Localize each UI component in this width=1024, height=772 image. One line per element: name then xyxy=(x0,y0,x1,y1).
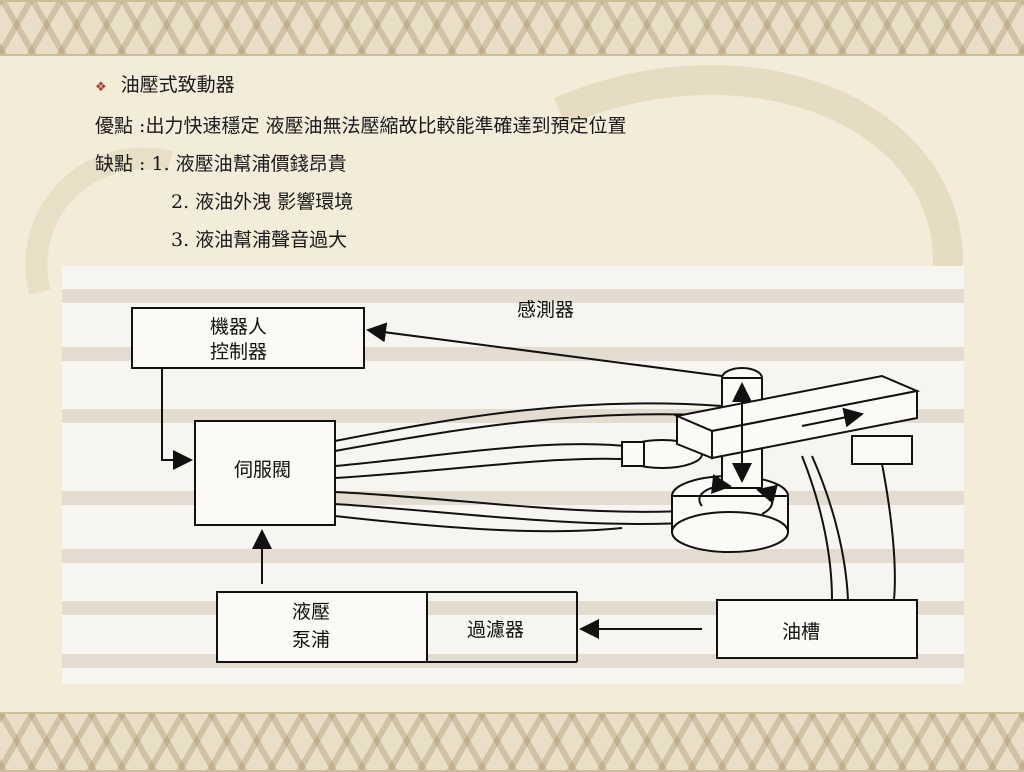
servo-valve-label: 伺服閥 xyxy=(234,459,291,481)
motion-arrows xyxy=(698,382,864,515)
top-decorative-band xyxy=(0,0,1024,56)
bottom-decorative-band xyxy=(0,712,1024,772)
heading: 油壓式致動器 xyxy=(120,74,235,96)
robot-controller-label-1: 機器人 xyxy=(210,316,267,338)
sensor-label: 感測器 xyxy=(517,299,574,321)
heading-line: ❖ 油壓式致動器 xyxy=(95,66,975,107)
cons-line-1: 缺點 : 1. 液壓油幫浦價錢昂貴 xyxy=(95,153,347,175)
oil-tank-box xyxy=(716,599,918,659)
hydraulic-hoses xyxy=(334,402,723,533)
flow-arrows xyxy=(161,322,723,639)
robot-controller-box xyxy=(131,307,365,369)
pump-box xyxy=(216,591,428,663)
cons-line-3: 3. 液油幫浦聲音過大 xyxy=(171,229,348,251)
pros-line: 優點 :出力快速穩定 液壓油無法壓縮故比較能準確達到預定位置 xyxy=(95,115,627,137)
return-hoses xyxy=(801,455,896,601)
oil-tank-label: 油槽 xyxy=(782,621,820,643)
cons-line-2: 2. 液油外洩 影響環境 xyxy=(171,191,354,213)
servo-valve-box xyxy=(194,420,336,526)
actuator-mechanism xyxy=(621,367,921,553)
hydraulic-actuator-diagram: 機器人 控制器 伺服閥 感測器 液壓 泵浦 過濾器 油槽 xyxy=(62,266,964,684)
pump-label-2: 泵浦 xyxy=(292,629,330,651)
diamond-bullet-icon: ❖ xyxy=(95,80,107,95)
filter-label: 過濾器 xyxy=(467,619,524,641)
pump-label-1: 液壓 xyxy=(292,601,330,623)
slide-text: ❖ 油壓式致動器 優點 :出力快速穩定 液壓油無法壓縮故比較能準確達到預定位置 缺… xyxy=(95,66,975,259)
robot-controller-label-2: 控制器 xyxy=(210,341,267,363)
